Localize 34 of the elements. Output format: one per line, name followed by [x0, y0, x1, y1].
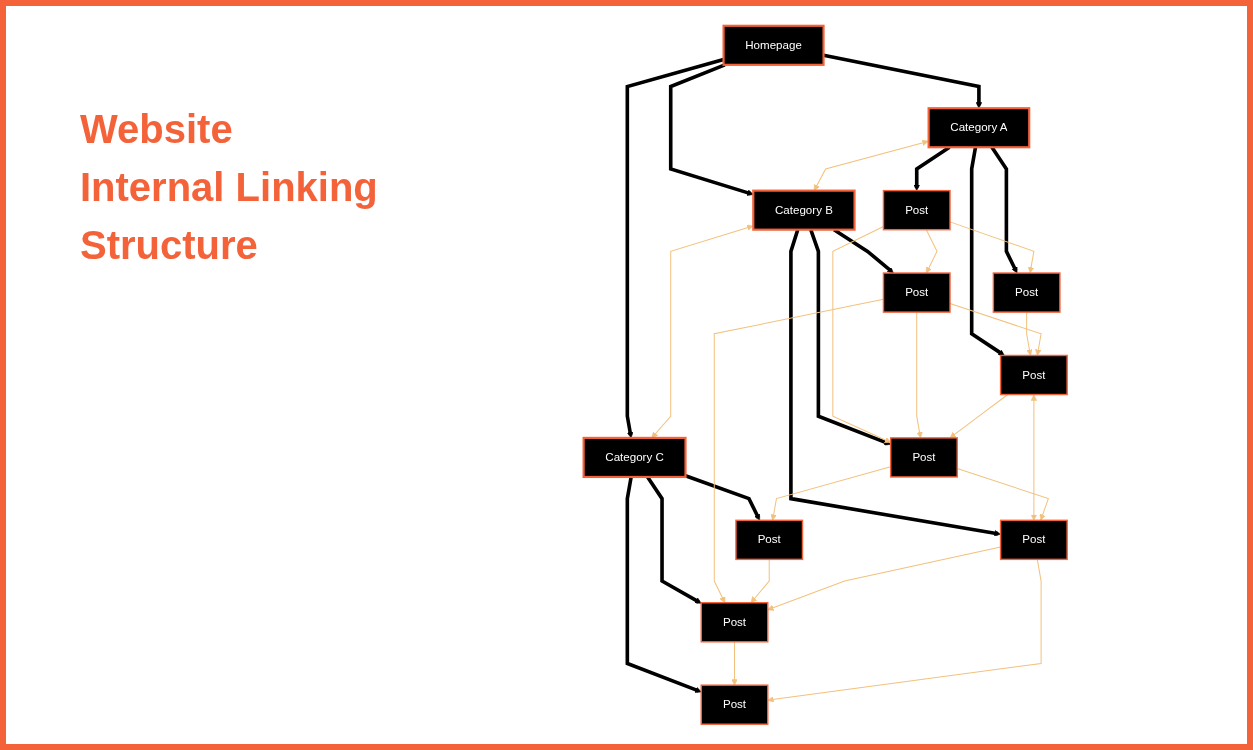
arrow — [625, 476, 702, 693]
node-box: Category B — [751, 189, 856, 231]
node-box: Post — [999, 354, 1068, 396]
arrow — [808, 229, 891, 446]
node-box: Post — [999, 519, 1068, 561]
arrow — [949, 221, 1035, 274]
node-box: Category A — [927, 107, 1030, 149]
node-box: Post — [734, 519, 803, 561]
arrow — [956, 467, 1049, 521]
arrow — [949, 394, 1008, 439]
node-box: Post — [882, 189, 951, 231]
node-box: Post — [700, 684, 769, 725]
arrow — [770, 466, 891, 521]
arrow — [925, 229, 938, 274]
arrow — [1030, 394, 1037, 521]
arrow — [767, 558, 1042, 703]
node-box: Post — [992, 272, 1061, 313]
node-box: Post — [700, 602, 769, 643]
arrow — [1025, 311, 1033, 356]
arrow — [767, 546, 1001, 611]
arrow — [713, 298, 884, 604]
node-box: Post — [882, 272, 951, 313]
title: Website Internal Linking Structure — [80, 106, 379, 269]
arrow — [750, 558, 770, 604]
arrow — [915, 311, 923, 439]
arrow — [949, 303, 1042, 356]
arrow — [788, 229, 1001, 537]
arrow — [831, 226, 891, 443]
node-box: Category C — [582, 436, 687, 479]
node-box: Post — [889, 437, 958, 478]
arrow — [813, 139, 929, 191]
node-box: Homepage — [722, 24, 825, 66]
arrow — [684, 474, 760, 521]
arrow — [730, 641, 738, 686]
